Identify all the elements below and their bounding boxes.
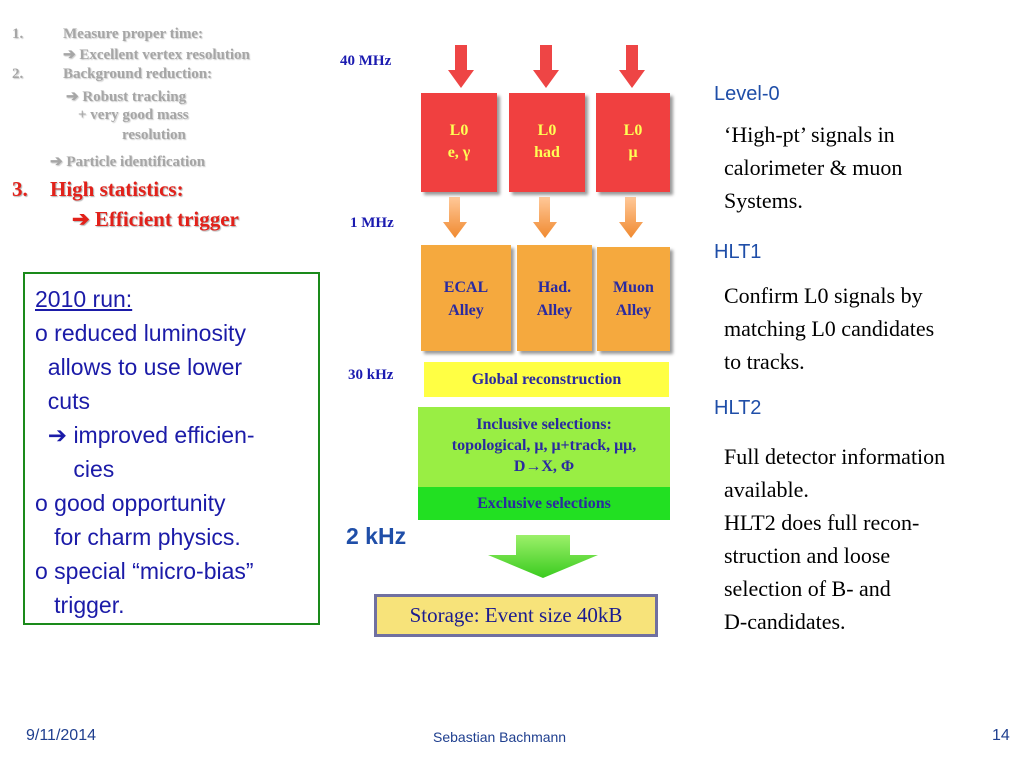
description-line: matching L0 candidates xyxy=(724,316,935,341)
run-box-line: for charm physics. xyxy=(35,524,241,550)
footer-page-number: 14 xyxy=(992,727,1010,744)
muon-alley-box: Muon Alley xyxy=(597,247,670,351)
outline-item2-sub4: ➔ Particle identification xyxy=(50,154,206,170)
l0-box-label: L0 xyxy=(537,122,557,139)
hlt1-description: Confirm L0 signals by matching L0 candid… xyxy=(724,279,934,378)
green-arrow-down-icon xyxy=(488,535,598,578)
exclusive-selections-bar: Exclusive selections xyxy=(418,487,670,520)
outline-item2-sub2: + very good mass xyxy=(78,107,189,123)
orange-arrow-down-icon xyxy=(619,197,643,238)
alley-label: Alley xyxy=(536,302,573,319)
orange-arrow-down-icon xyxy=(533,197,557,238)
hlt2-description: Full detector information available. HLT… xyxy=(724,440,945,638)
global-reconstruction-bar: Global reconstruction xyxy=(424,362,669,397)
description-line: D-candidates. xyxy=(724,609,846,634)
description-line: struction and loose xyxy=(724,543,891,568)
description-line: Systems. xyxy=(724,188,803,213)
footer-date: 9/11/2014 xyxy=(26,727,96,744)
outline-item1-sub: ➔ Excellent vertex resolution xyxy=(63,47,250,63)
l0-box-label: μ xyxy=(628,144,638,161)
run-box-line: o special “micro-bias” xyxy=(35,558,254,584)
outline-item1-title: Measure proper time: xyxy=(63,26,203,42)
l0-box-label: had xyxy=(534,144,560,161)
storage-label: Storage: Event size 40kB xyxy=(409,603,623,627)
run-2010-box: 2010 run: o reduced luminosity allows to… xyxy=(23,272,320,625)
alley-label: Alley xyxy=(448,302,484,319)
description-line: Confirm L0 signals by xyxy=(724,283,923,308)
level0-description: ‘High-pt’ signals in calorimeter & muon … xyxy=(724,118,902,217)
hlt1-heading: HLT1 xyxy=(714,241,762,263)
description-line: available. xyxy=(724,477,809,502)
description-line: calorimeter & muon xyxy=(724,155,903,180)
outline-item3-title: High statistics: xyxy=(50,177,184,201)
inclusive-selections-box: Inclusive selections: topological, μ, μ+… xyxy=(418,407,670,487)
red-arrow-down-icon xyxy=(619,45,645,88)
l0-box-label: L0 xyxy=(449,122,469,139)
run-box-line: allows to use lower xyxy=(35,354,243,380)
description-line: Full detector information xyxy=(724,444,946,469)
description-line: selection of B- and xyxy=(724,576,891,601)
l0-box-muon: L0 μ xyxy=(596,93,670,192)
description-line: HLT2 does full recon- xyxy=(724,510,920,535)
footer-author: Sebastian Bachmann xyxy=(433,729,567,745)
l0-box-hadron: L0 had xyxy=(509,93,585,192)
outline-item3-number: 3. xyxy=(12,177,28,201)
level0-heading: Level-0 xyxy=(714,83,780,105)
outline-item2-sub1: ➔ Robust tracking xyxy=(66,89,187,105)
run-box-title: 2010 run: xyxy=(35,286,133,312)
l0-box-label: e, γ xyxy=(447,144,471,161)
outline-item2-number: 2. xyxy=(12,66,24,82)
outline-item3-sub: ➔ Efficient trigger xyxy=(72,207,239,231)
hadron-alley-box: Had. Alley xyxy=(517,245,592,351)
alley-label: Had. xyxy=(537,279,572,296)
hlt2-heading: HLT2 xyxy=(714,397,762,419)
run-box-line: ➔ improved efficien- xyxy=(35,422,255,448)
l0-box-label: L0 xyxy=(623,122,643,139)
description-line: ‘High-pt’ signals in xyxy=(724,122,895,147)
inclusive-label-line2: topological, μ, μ+track, μμ, xyxy=(451,437,637,454)
alley-label: Alley xyxy=(615,302,652,319)
inclusive-label-line1: Inclusive selections: xyxy=(476,416,612,433)
outline-item2-title: Background reduction: xyxy=(63,66,213,82)
run-box-line: o good opportunity xyxy=(35,490,226,516)
global-reconstruction-label: Global reconstruction xyxy=(471,371,622,388)
run-box-line: cies xyxy=(35,456,115,482)
ecal-alley-box: ECAL Alley xyxy=(421,245,511,351)
alley-label: Muon xyxy=(613,279,654,296)
description-line: to tracks. xyxy=(724,349,805,374)
outline-item2-sub3: resolution xyxy=(122,127,186,143)
rate-label-1mhz: 1 MHz xyxy=(350,215,394,231)
outline-item1-number: 1. xyxy=(12,26,24,42)
storage-box: Storage: Event size 40kB xyxy=(374,594,658,637)
run-box-line: o reduced luminosity xyxy=(35,320,246,346)
run-box-line: trigger. xyxy=(35,592,125,618)
red-arrow-down-icon xyxy=(533,45,559,88)
rate-label-40mhz: 40 MHz xyxy=(340,53,392,69)
rate-label-30khz: 30 kHz xyxy=(348,367,394,383)
red-arrow-down-icon xyxy=(448,45,474,88)
inclusive-label-line3: D→X, Φ xyxy=(513,458,575,475)
orange-arrow-down-icon xyxy=(443,197,467,238)
l0-box-electron-photon: L0 e, γ xyxy=(421,93,497,192)
run-box-line: cuts xyxy=(35,388,90,414)
rate-label-2khz: 2 kHz xyxy=(346,523,407,549)
alley-label: ECAL xyxy=(443,279,489,296)
exclusive-selections-label: Exclusive selections xyxy=(477,495,611,512)
